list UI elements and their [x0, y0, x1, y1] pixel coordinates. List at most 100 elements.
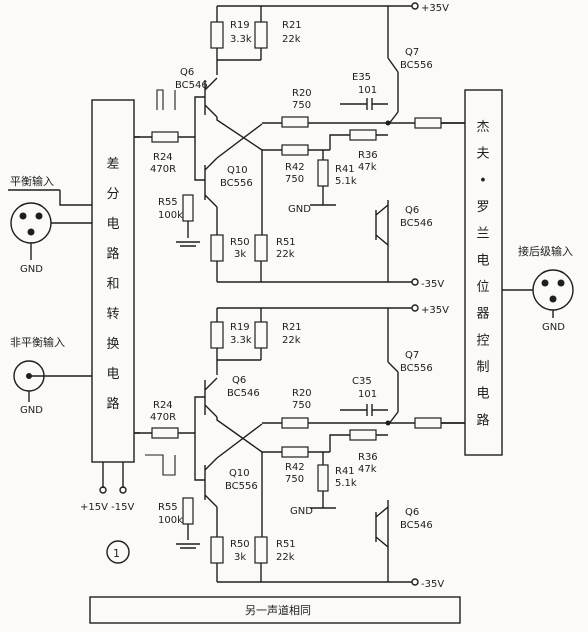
- resistor-r42: [281, 446, 309, 458]
- resistor-r24: [151, 427, 179, 439]
- svg-text:22k: 22k: [276, 552, 295, 563]
- resistor-r20: [281, 417, 309, 429]
- svg-text:R55: R55: [158, 502, 178, 513]
- waveform-mark: [145, 454, 176, 476]
- ground-label: GND: [20, 405, 43, 416]
- transistor-q7: [387, 361, 399, 426]
- vertical-label-char: 位: [476, 280, 489, 295]
- wire: [216, 307, 412, 362]
- svg-text:R24: R24: [153, 400, 173, 411]
- svg-text:R50: R50: [230, 237, 250, 248]
- capacitor-c35: [340, 404, 388, 416]
- figure-number-circle: [106, 540, 130, 564]
- svg-text:BC546: BC546: [227, 388, 260, 399]
- ground-label: GND: [542, 322, 565, 333]
- transistor-q6: [204, 377, 218, 418]
- svg-text:R21: R21: [282, 20, 302, 31]
- vertical-label-char: 器: [476, 307, 489, 322]
- svg-text:5.1k: 5.1k: [335, 478, 357, 489]
- vertical-label-char: 路: [106, 396, 119, 412]
- svg-text:BC546: BC546: [175, 80, 208, 91]
- wire: [216, 417, 263, 453]
- vertical-label-char: 分: [106, 187, 119, 202]
- lower-channel: +35V R19 3.3k R21 22k Q7 BC556 Q6 BC546 …: [134, 304, 465, 590]
- svg-text:R42: R42: [285, 462, 305, 473]
- svg-text:-35V: -35V: [421, 579, 444, 590]
- ground-symbol: [310, 150, 336, 206]
- svg-text:R24: R24: [153, 152, 173, 163]
- wire: [216, 150, 263, 235]
- wire: [441, 122, 465, 424]
- svg-text:R20: R20: [292, 388, 312, 399]
- volume-control-block: [464, 89, 503, 456]
- vertical-label-char: 夫: [476, 147, 489, 162]
- other-channel-note-box: [89, 596, 461, 624]
- resistor-r41: [317, 464, 329, 492]
- resistor-output: [414, 417, 442, 429]
- xlr-output-connector: [532, 269, 574, 311]
- svg-text:-35V: -35V: [421, 279, 444, 290]
- wire: [216, 123, 263, 159]
- svg-text:R19: R19: [230, 322, 250, 333]
- svg-text:Q10: Q10: [227, 165, 248, 176]
- vertical-label-char: 兰: [476, 227, 489, 242]
- svg-text:3.3k: 3.3k: [230, 335, 252, 346]
- output-connector: 接后级输入 GND: [502, 244, 574, 333]
- volume-control-label: 杰夫•罗兰电位器控制电路: [476, 120, 489, 428]
- vertical-label-char: 制: [476, 360, 489, 375]
- svg-text:GND: GND: [290, 506, 313, 517]
- vertical-label-char: 电: [106, 367, 119, 382]
- ground-label: GND: [20, 264, 43, 275]
- differential-converter-label: 差分电路和转换电路: [106, 157, 119, 412]
- differential-converter-block: [91, 99, 135, 463]
- transistor-q7: [387, 57, 399, 126]
- wire: [216, 555, 412, 583]
- svg-text:R51: R51: [276, 237, 296, 248]
- svg-text:750: 750: [285, 174, 304, 185]
- svg-text:R50: R50: [230, 539, 250, 550]
- unbalanced-input-label: 非平衡输入: [10, 335, 65, 349]
- svg-text:22k: 22k: [282, 34, 301, 45]
- svg-text:R41: R41: [335, 466, 355, 477]
- svg-text:R36: R36: [358, 150, 378, 161]
- svg-text:BC556: BC556: [220, 178, 253, 189]
- svg-text:Q6: Q6: [180, 67, 194, 78]
- vertical-label-char: 电: [476, 387, 489, 402]
- svg-text:BC546: BC546: [400, 520, 433, 531]
- resistor-r21: [254, 21, 268, 49]
- svg-text:BC556: BC556: [400, 60, 433, 71]
- figure-number: 1: [113, 547, 120, 560]
- svg-text:470R: 470R: [150, 412, 176, 423]
- ground-symbol: [176, 221, 200, 247]
- wire: [216, 5, 412, 58]
- resistor-r42: [281, 144, 309, 156]
- vertical-label-char: 罗: [476, 200, 489, 215]
- svg-text:101: 101: [358, 389, 377, 400]
- supply-pins: [102, 462, 124, 488]
- vertical-label-char: 换: [106, 337, 119, 352]
- supply-pin-labels: +15V -15V: [80, 502, 134, 513]
- svg-text:100k: 100k: [158, 210, 183, 221]
- resistor-r24: [151, 131, 179, 143]
- svg-text:R20: R20: [292, 88, 312, 99]
- svg-text:750: 750: [292, 100, 311, 111]
- other-channel-note: 另一声道相同: [245, 603, 311, 617]
- vertical-label-char: 差: [106, 157, 119, 172]
- svg-text:3.3k: 3.3k: [230, 34, 252, 45]
- resistor-r55: [182, 497, 194, 525]
- resistor-r36: [349, 429, 377, 441]
- svg-text:Q6: Q6: [405, 205, 419, 216]
- vertical-label-char: 杰: [476, 120, 489, 135]
- svg-text:750: 750: [285, 474, 304, 485]
- resistor-r21: [254, 321, 268, 349]
- resistor-r55: [182, 194, 194, 222]
- svg-text:E35: E35: [352, 72, 371, 83]
- svg-text:+35V: +35V: [421, 3, 449, 14]
- svg-text:47k: 47k: [358, 464, 377, 475]
- balanced-input-label: 平衡输入: [10, 174, 54, 188]
- svg-text:47k: 47k: [358, 162, 377, 173]
- resistor-r50: [210, 234, 224, 262]
- ground-symbol: [310, 452, 336, 509]
